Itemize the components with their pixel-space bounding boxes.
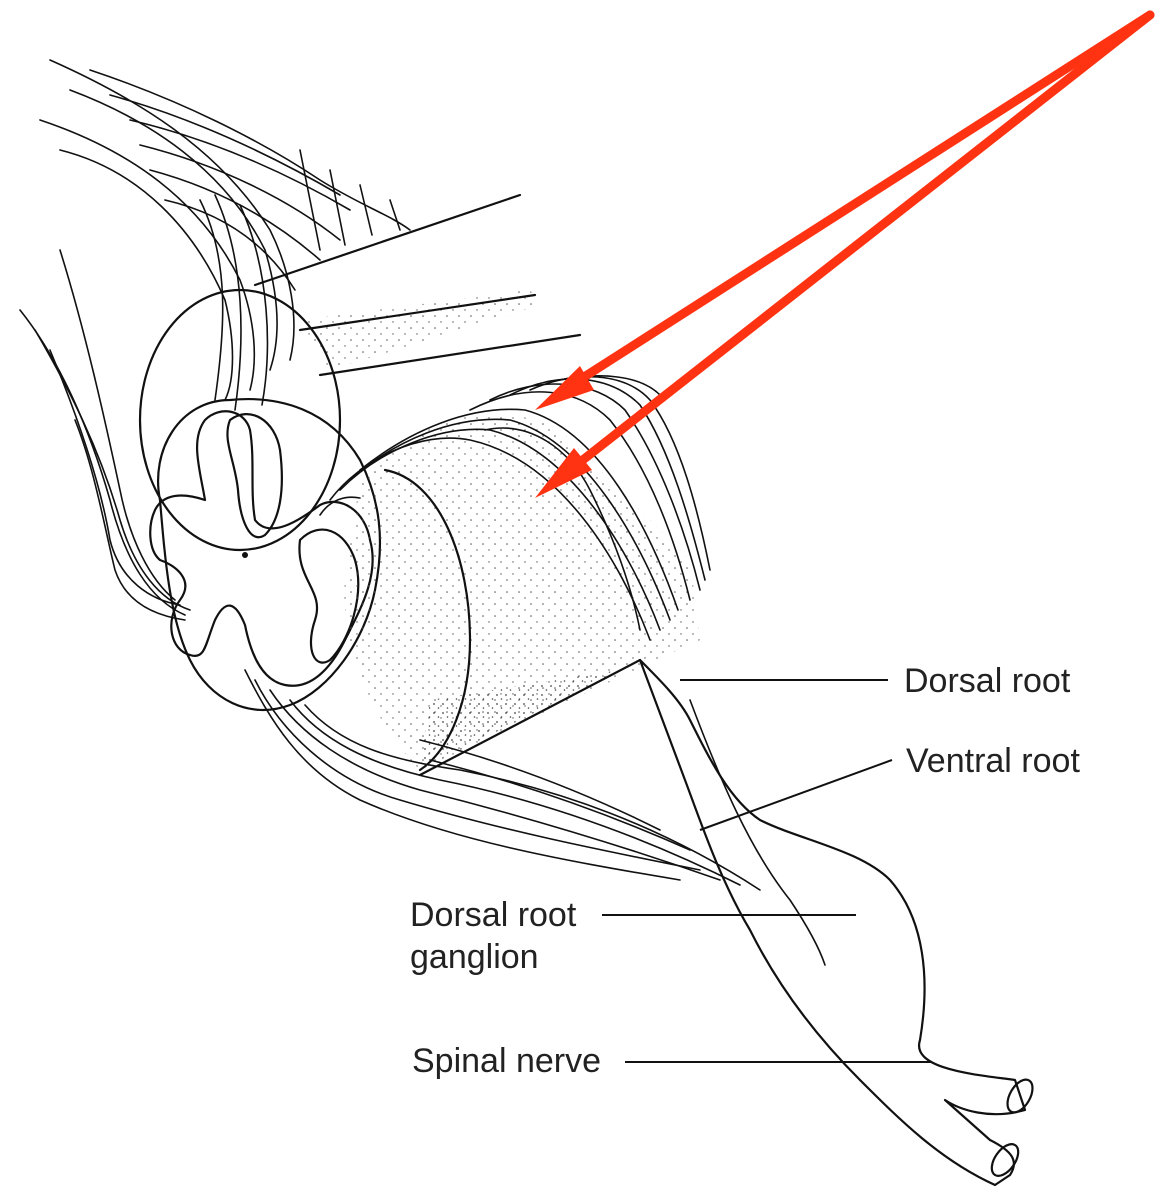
label-dorsal-root-ganglion-line2: ganglion [410,938,539,976]
upper-dorsal-rootlets [39,59,411,411]
left-rootlets [19,249,191,621]
arrow-head-lower [535,448,592,498]
ventral-rootlets [244,669,761,891]
label-ventral-root: Ventral root [906,742,1080,780]
cord-cross-section [149,398,382,712]
spinal-nerve-trunk [638,658,1034,1187]
label-dorsal-root-ganglion-line1: Dorsal root [410,896,577,934]
red-arrows [535,10,1155,498]
upper-cord-segment [138,193,582,552]
leader-lines [602,679,932,1063]
label-spinal-nerve: Spinal nerve [412,1042,601,1080]
labels: Dorsal root Ventral root Dorsal root gan… [410,662,1080,1080]
arrow-line-upper [565,10,1155,391]
leader-ventral-root [699,759,893,831]
arrow-line-lower [565,10,1155,475]
dorsal-rootlets [319,375,711,641]
front-cord-segment [344,414,700,777]
arrow-head-upper [535,366,594,410]
label-dorsal-root: Dorsal root [904,662,1071,700]
